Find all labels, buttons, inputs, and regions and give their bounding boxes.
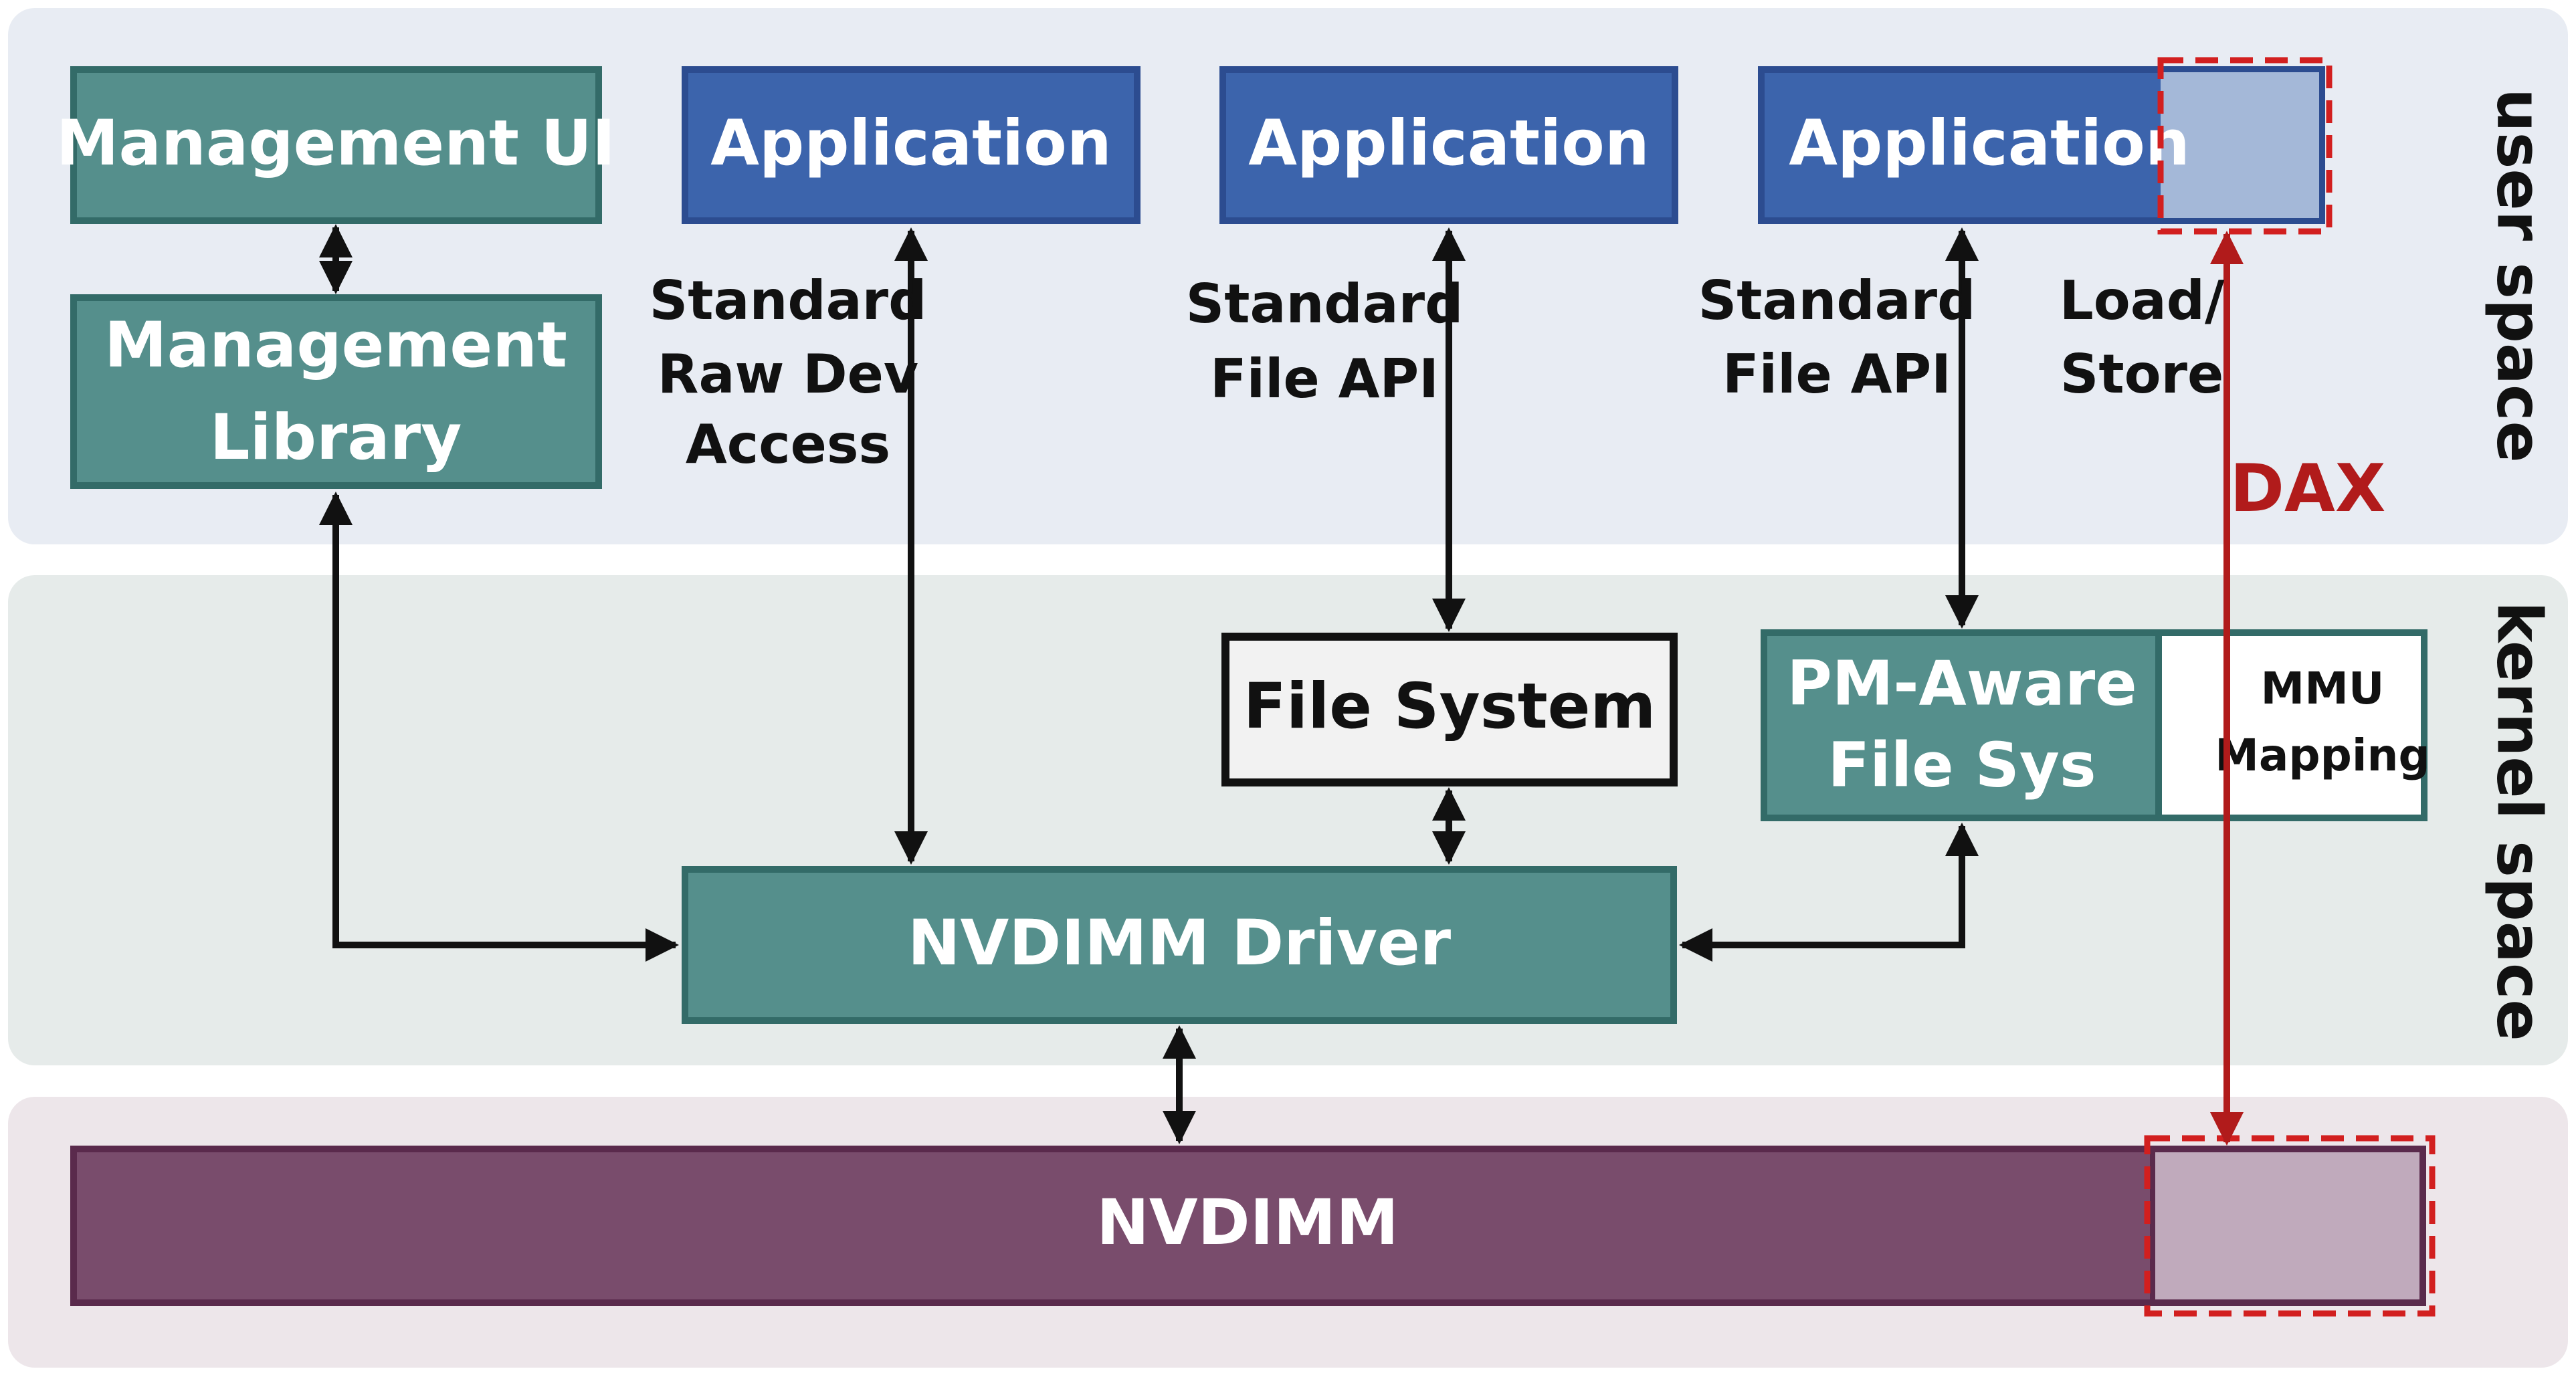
file-system-label: File System bbox=[1244, 670, 1656, 743]
application-dax-dashed-outline bbox=[2157, 57, 2333, 235]
management-library-box bbox=[70, 294, 602, 489]
application-mapped-region bbox=[2161, 72, 2319, 218]
raw-dev-access-label-line1: Standard bbox=[650, 270, 927, 332]
nvdimm-label: NVDIMM bbox=[1096, 1186, 1399, 1259]
nvdimm-dax-dashed-outline bbox=[2144, 1135, 2436, 1317]
file-api-2-label-line1: Standard bbox=[1698, 270, 1976, 332]
application-label-2: Application bbox=[1248, 107, 1650, 180]
file-system-box bbox=[1221, 633, 1678, 786]
file-api-1-label-line2: File API bbox=[1210, 348, 1439, 410]
dax-label: DAX bbox=[2230, 451, 2386, 527]
file-api-2-label-line2: File API bbox=[1722, 343, 1951, 405]
nvdimm-box bbox=[70, 1146, 2426, 1306]
user-space-label: user space bbox=[2484, 88, 2555, 463]
application-label-3: Application bbox=[1789, 107, 2190, 180]
arrow-library-driver bbox=[319, 492, 679, 962]
application-box-1 bbox=[682, 66, 1141, 224]
pm-aware-fs-section bbox=[1767, 636, 2157, 815]
load-store-label-line1: Load/ bbox=[2060, 270, 2225, 332]
pm-aware-fs-label-line1: PM-Aware bbox=[1787, 647, 2137, 719]
kernel-space-label: kernel space bbox=[2484, 601, 2555, 1041]
raw-dev-access-label-line2: Raw Dev bbox=[658, 343, 918, 405]
management-ui-label: Management UI bbox=[56, 107, 615, 180]
load-store-label-line2: Store bbox=[2060, 343, 2224, 405]
management-library-label-line2: Library bbox=[210, 401, 462, 474]
file-api-1-label-line1: Standard bbox=[1186, 273, 1464, 335]
nvdimm-driver-box bbox=[682, 866, 1677, 1024]
application-box-2 bbox=[1219, 66, 1678, 224]
application-label-1: Application bbox=[710, 107, 1112, 180]
mmu-mapping-label-line1: MMU bbox=[2261, 663, 2385, 714]
nvdimm-driver-label: NVDIMM Driver bbox=[908, 907, 1452, 980]
arrow-pmfs-driver bbox=[1679, 823, 1979, 962]
management-library-label-line1: Management bbox=[104, 309, 567, 382]
mmu-mapping-label-line2: Mapping bbox=[2215, 730, 2430, 781]
nvdimm-mapped-region bbox=[2153, 1152, 2419, 1299]
management-ui-box bbox=[70, 66, 602, 224]
raw-dev-access-label-line3: Access bbox=[686, 413, 890, 475]
pm-aware-fs-label-line2: File Sys bbox=[1827, 729, 2096, 801]
